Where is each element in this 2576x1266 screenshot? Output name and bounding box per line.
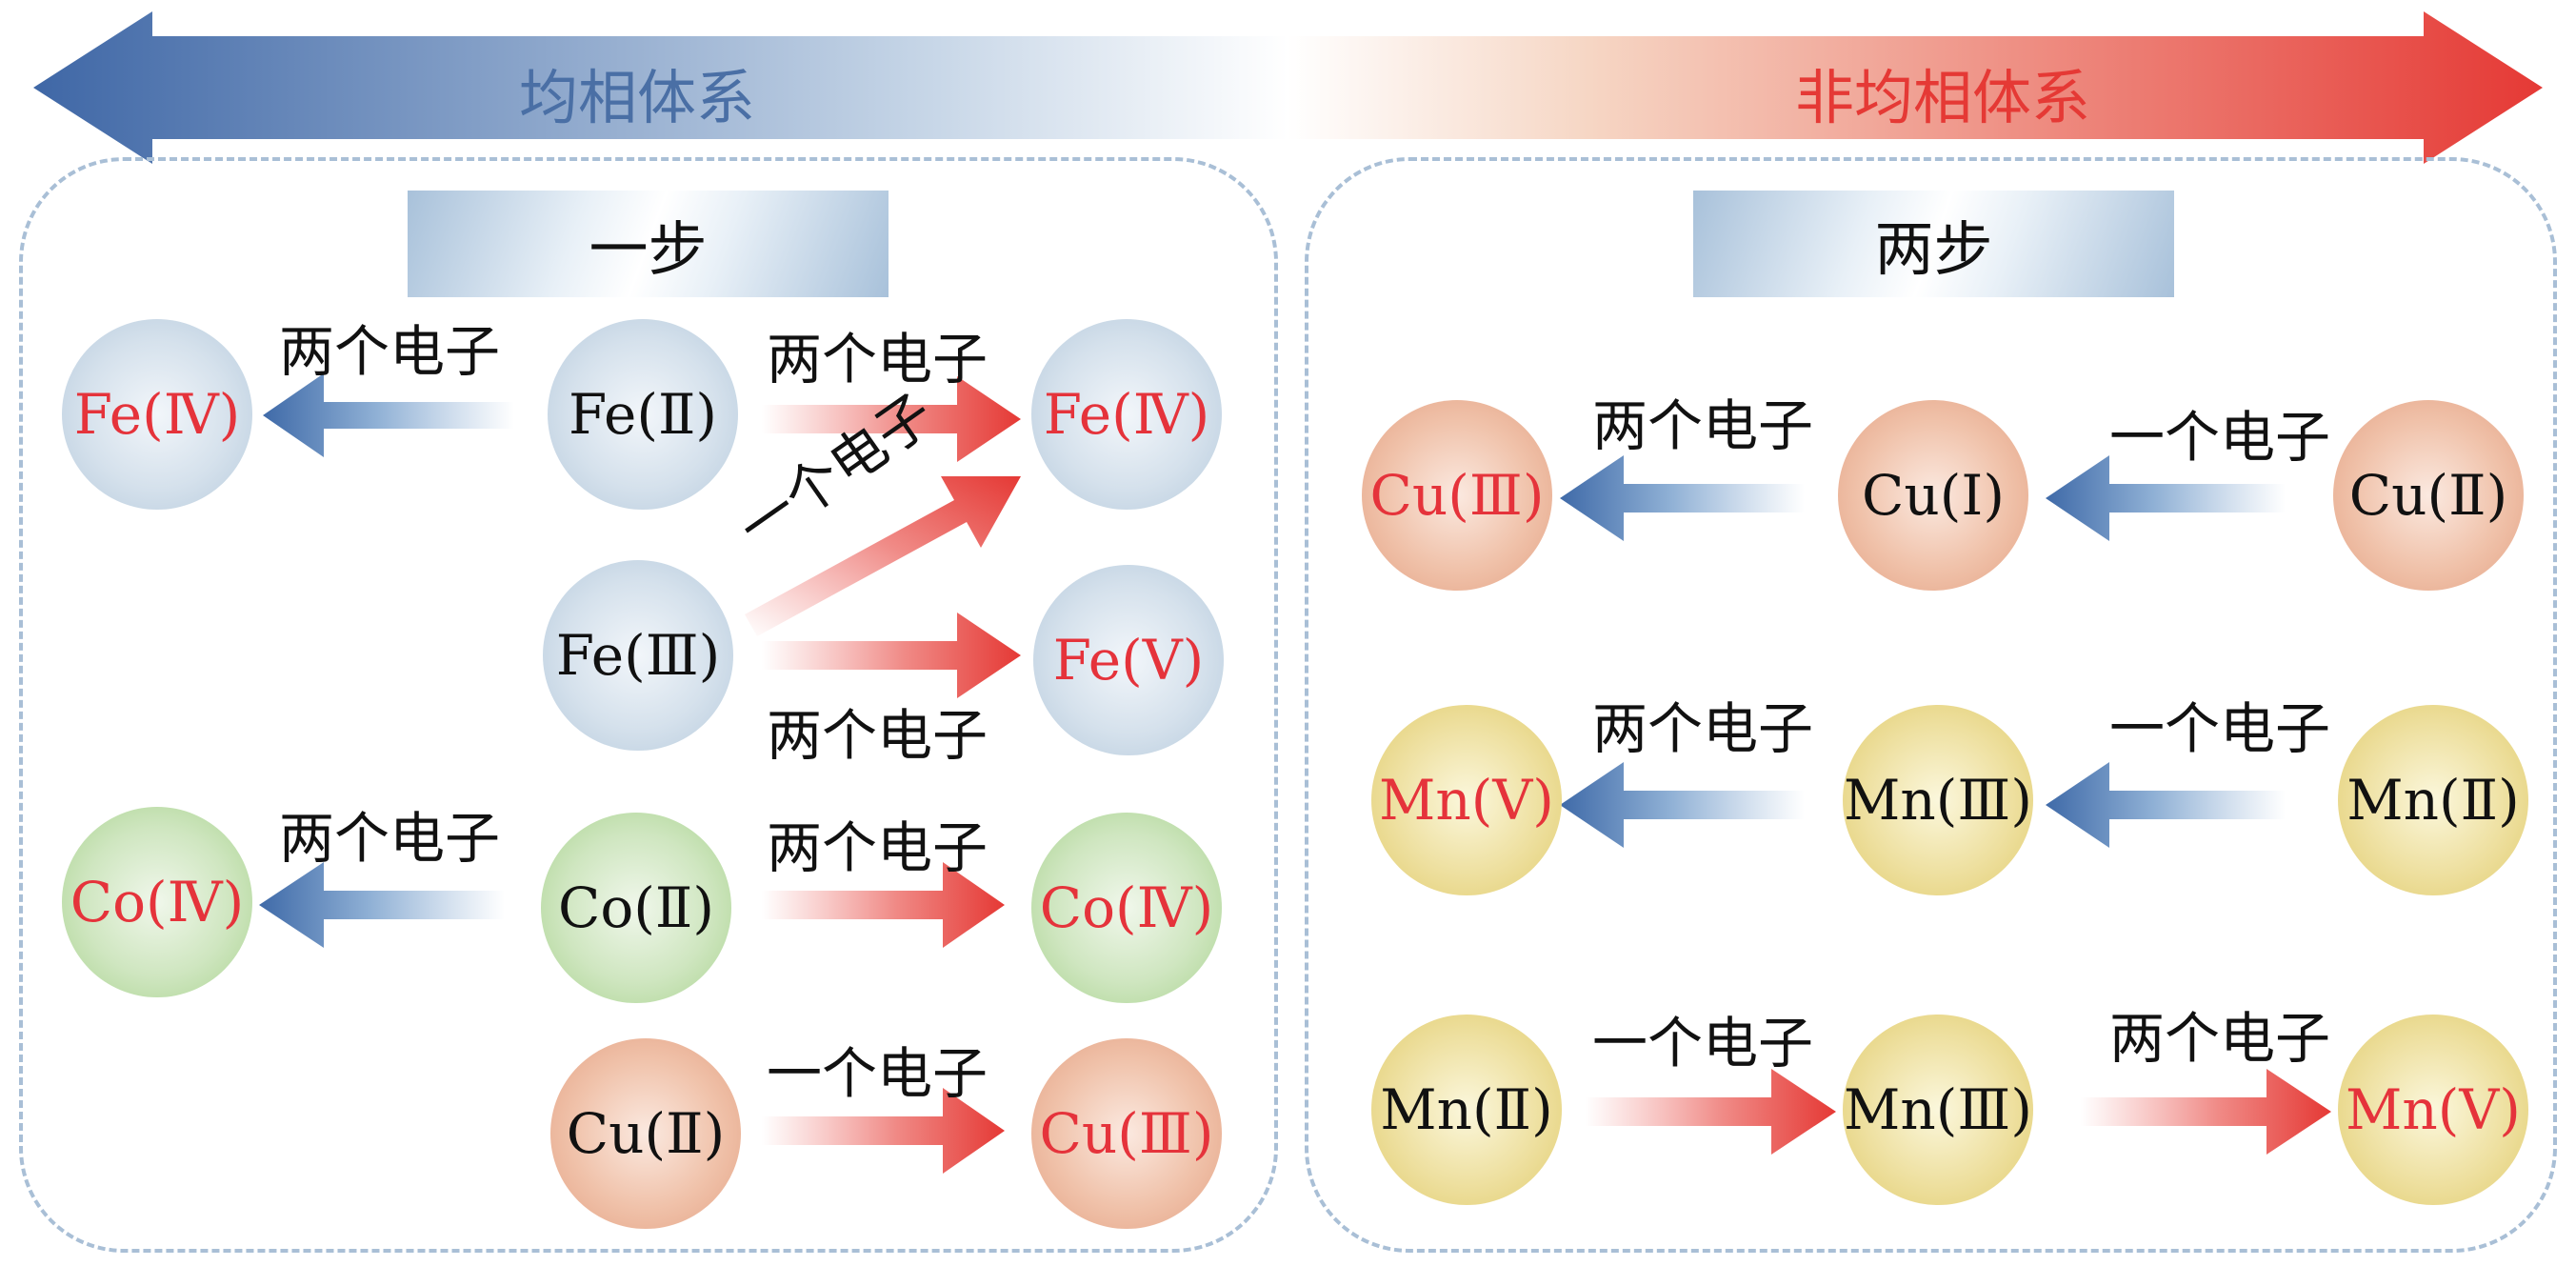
species-cu2-right: Cu(Ⅱ)	[2333, 400, 2524, 591]
arrow-cu2-to-cu3	[762, 1088, 1005, 1174]
label-co2-to-co4-left: 两个电子	[279, 806, 501, 871]
heterogeneous-system-label: 非均相体系	[1795, 63, 2091, 132]
species-cu3-right: Cu(Ⅲ)	[1362, 400, 1552, 591]
arrow-mn2-to-mn3-b	[1586, 1069, 1836, 1155]
label-fe3-to-fe5: 两个电子	[767, 703, 988, 768]
label-cu2-to-cu1: 一个电子	[2109, 405, 2331, 470]
arrow-co2-to-co4-left	[259, 862, 505, 948]
label-mn2-to-mn3: 一个电子	[2109, 696, 2331, 761]
species-mn2-b: Mn(Ⅱ)	[1371, 1015, 1562, 1205]
species-fe5: Fe(Ⅴ)	[1033, 565, 1224, 755]
arrow-fe3-to-fe4	[745, 476, 1021, 636]
species-mn5-b: Mn(Ⅴ)	[2338, 1015, 2528, 1205]
arrow-cu2-to-cu1	[2046, 455, 2286, 541]
homogeneous-system-label: 均相体系	[519, 63, 756, 132]
species-fe2: Fe(Ⅱ)	[548, 319, 738, 510]
species-fe4-left: Fe(Ⅳ)	[62, 319, 252, 510]
arrow-mn3-to-mn5-b	[2081, 1069, 2331, 1155]
species-fe3: Fe(Ⅲ)	[543, 560, 733, 751]
label-fe2-to-fe4-left: 两个电子	[279, 319, 501, 384]
species-mn2-a: Mn(Ⅱ)	[2338, 705, 2528, 895]
species-cu3-left: Cu(Ⅲ)	[1031, 1038, 1222, 1229]
label-mn3-to-mn5-b: 两个电子	[2109, 1006, 2331, 1071]
species-mn3-b: Mn(Ⅲ)	[1843, 1015, 2033, 1205]
arrow-fe2-to-fe4-left	[263, 373, 514, 457]
arrow-fe2-to-fe4-right	[762, 376, 1021, 462]
label-mn2-to-mn3-b: 一个电子	[1592, 1011, 1814, 1075]
species-cu1: Cu(I)	[1838, 400, 2028, 591]
left-panel	[19, 157, 1278, 1253]
arrow-co2-to-co4-right	[762, 862, 1005, 948]
label-cu2-to-cu3: 一个电子	[767, 1041, 988, 1106]
right-panel	[1305, 157, 2557, 1253]
arrow-mn3-to-mn5	[1560, 762, 1805, 848]
species-co4-right: Co(Ⅳ)	[1031, 813, 1222, 1003]
species-fe4-right: Fe(Ⅳ)	[1031, 319, 1222, 510]
arrow-mn2-to-mn3	[2046, 762, 2286, 848]
one-step-box: 一步	[408, 191, 889, 297]
species-co2: Co(Ⅱ)	[541, 813, 731, 1003]
label-cu1-to-cu3: 两个电子	[1592, 393, 1814, 458]
label-mn3-to-mn5: 两个电子	[1592, 696, 1814, 761]
species-cu2-left: Cu(Ⅱ)	[550, 1038, 741, 1229]
arrow-cu1-to-cu3	[1560, 455, 1805, 541]
two-step-box: 两步	[1693, 191, 2174, 297]
species-co4-left: Co(Ⅳ)	[62, 807, 252, 997]
header-double-arrow	[33, 11, 2543, 164]
label-fe2-to-fe4-right: 两个电子	[767, 327, 988, 392]
species-mn3-a: Mn(Ⅲ)	[1843, 705, 2033, 895]
label-co2-to-co4-right: 两个电子	[767, 815, 988, 880]
arrow-fe3-to-fe5	[762, 613, 1021, 698]
species-mn5-a: Mn(Ⅴ)	[1371, 705, 1562, 895]
